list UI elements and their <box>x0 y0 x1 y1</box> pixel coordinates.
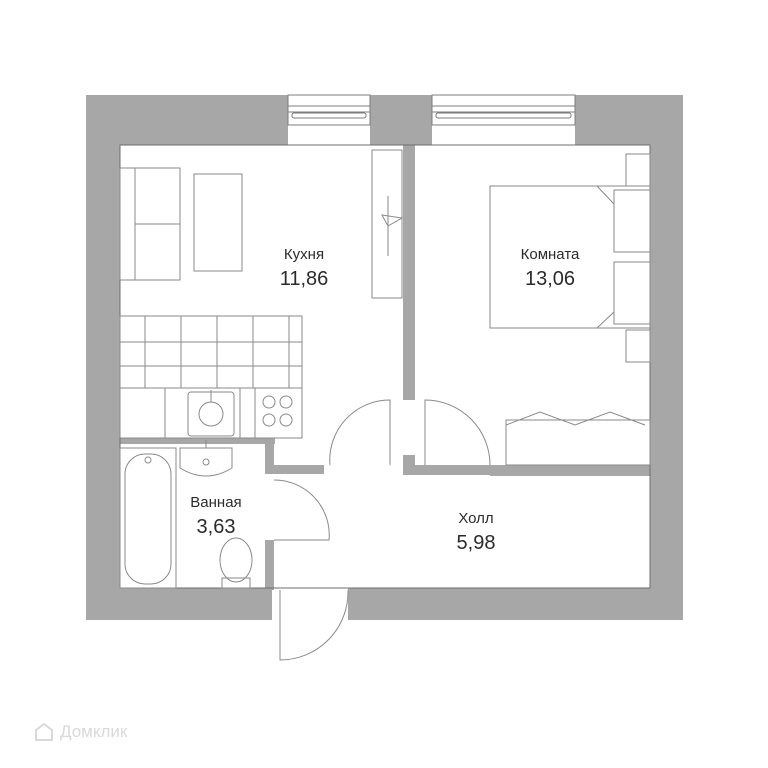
outer-walls <box>86 95 683 620</box>
watermark-text: Домклик <box>60 722 128 741</box>
hall-area: 5,98 <box>456 532 496 554</box>
bathroom-name: Ванная <box>190 494 242 511</box>
room-furniture <box>489 153 651 466</box>
windows <box>287 94 576 126</box>
kitchen-furniture <box>119 149 404 439</box>
hall-name: Холл <box>458 510 494 527</box>
bathroom-area: 3,63 <box>196 516 236 538</box>
kitchen-name: Кухня <box>283 246 325 263</box>
interior-walls <box>120 145 650 590</box>
counter-tiles <box>119 315 303 439</box>
hall-label: Холл 5,98 <box>436 510 516 555</box>
bathroom-label: Ванная 3,63 <box>174 494 258 539</box>
room-label: Комната 13,06 <box>500 246 600 291</box>
kitchen-label: Кухня 11,86 <box>262 246 346 291</box>
room-area: 13,06 <box>524 268 576 290</box>
watermark: Домклик <box>34 722 127 742</box>
kitchen-area: 11,86 <box>279 268 329 290</box>
house-icon <box>35 722 53 741</box>
doors <box>273 399 491 661</box>
room-name: Комната <box>520 246 580 263</box>
bathroom-fixtures <box>119 440 253 589</box>
